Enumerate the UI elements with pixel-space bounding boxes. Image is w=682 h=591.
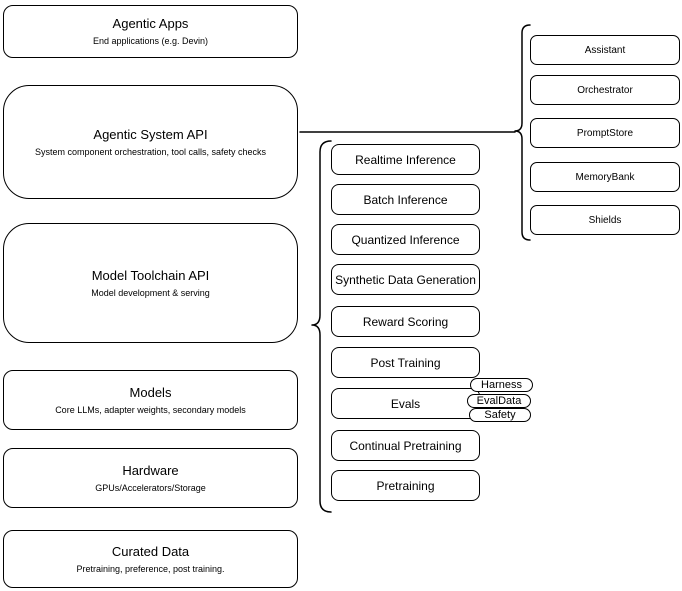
toolchain-components-brace: [311, 140, 332, 513]
node-quantized-inference: Quantized Inference: [331, 224, 480, 255]
node-orchestrator: Orchestrator: [530, 75, 680, 105]
node-subtitle: Core LLMs, adapter weights, secondary mo…: [55, 404, 246, 415]
node-title: Hardware: [122, 462, 179, 478]
node-synthetic-data-generation: Synthetic Data Generation: [331, 264, 480, 295]
node-models: Models Core LLMs, adapter weights, secon…: [3, 370, 298, 430]
node-post-training: Post Training: [331, 347, 480, 378]
node-reward-scoring: Reward Scoring: [331, 306, 480, 337]
node-subtitle: Pretraining, preference, post training.: [76, 563, 225, 574]
node-shields: Shields: [530, 205, 680, 235]
node-assistant: Assistant: [530, 35, 680, 65]
node-model-toolchain-api: Model Toolchain API Model development & …: [3, 223, 298, 343]
node-subtitle: System component orchestration, tool cal…: [34, 146, 267, 157]
node-hardware: Hardware GPUs/Accelerators/Storage: [3, 448, 298, 508]
node-subtitle: End applications (e.g. Devin): [92, 36, 209, 46]
node-batch-inference: Batch Inference: [331, 184, 480, 215]
node-agentic-apps: Agentic Apps End applications (e.g. Devi…: [3, 5, 298, 58]
node-realtime-inference: Realtime Inference: [331, 144, 480, 175]
node-subtitle: GPUs/Accelerators/Storage: [95, 482, 206, 493]
node-curated-data: Curated Data Pretraining, preference, po…: [3, 530, 298, 588]
node-pretraining: Pretraining: [331, 470, 480, 501]
node-title: Agentic Apps: [112, 16, 189, 31]
node-continual-pretraining: Continual Pretraining: [331, 430, 480, 461]
node-evals-harness-tag: Harness: [470, 378, 533, 392]
node-promptstore: PromptStore: [530, 118, 680, 148]
node-memorybank: MemoryBank: [530, 162, 680, 192]
node-title: Agentic System API: [93, 126, 208, 142]
node-evals: Evals: [331, 388, 480, 419]
node-title: Model Toolchain API: [91, 267, 210, 283]
node-title: Models: [129, 384, 172, 400]
system-components-brace: [514, 24, 531, 241]
node-agentic-system-api: Agentic System API System component orch…: [3, 85, 298, 199]
node-subtitle: Model development & serving: [91, 287, 210, 298]
node-evals-safety-tag: Safety: [469, 408, 531, 422]
node-title: Curated Data: [111, 543, 190, 559]
node-evals-evaldata-tag: EvalData: [467, 394, 531, 408]
